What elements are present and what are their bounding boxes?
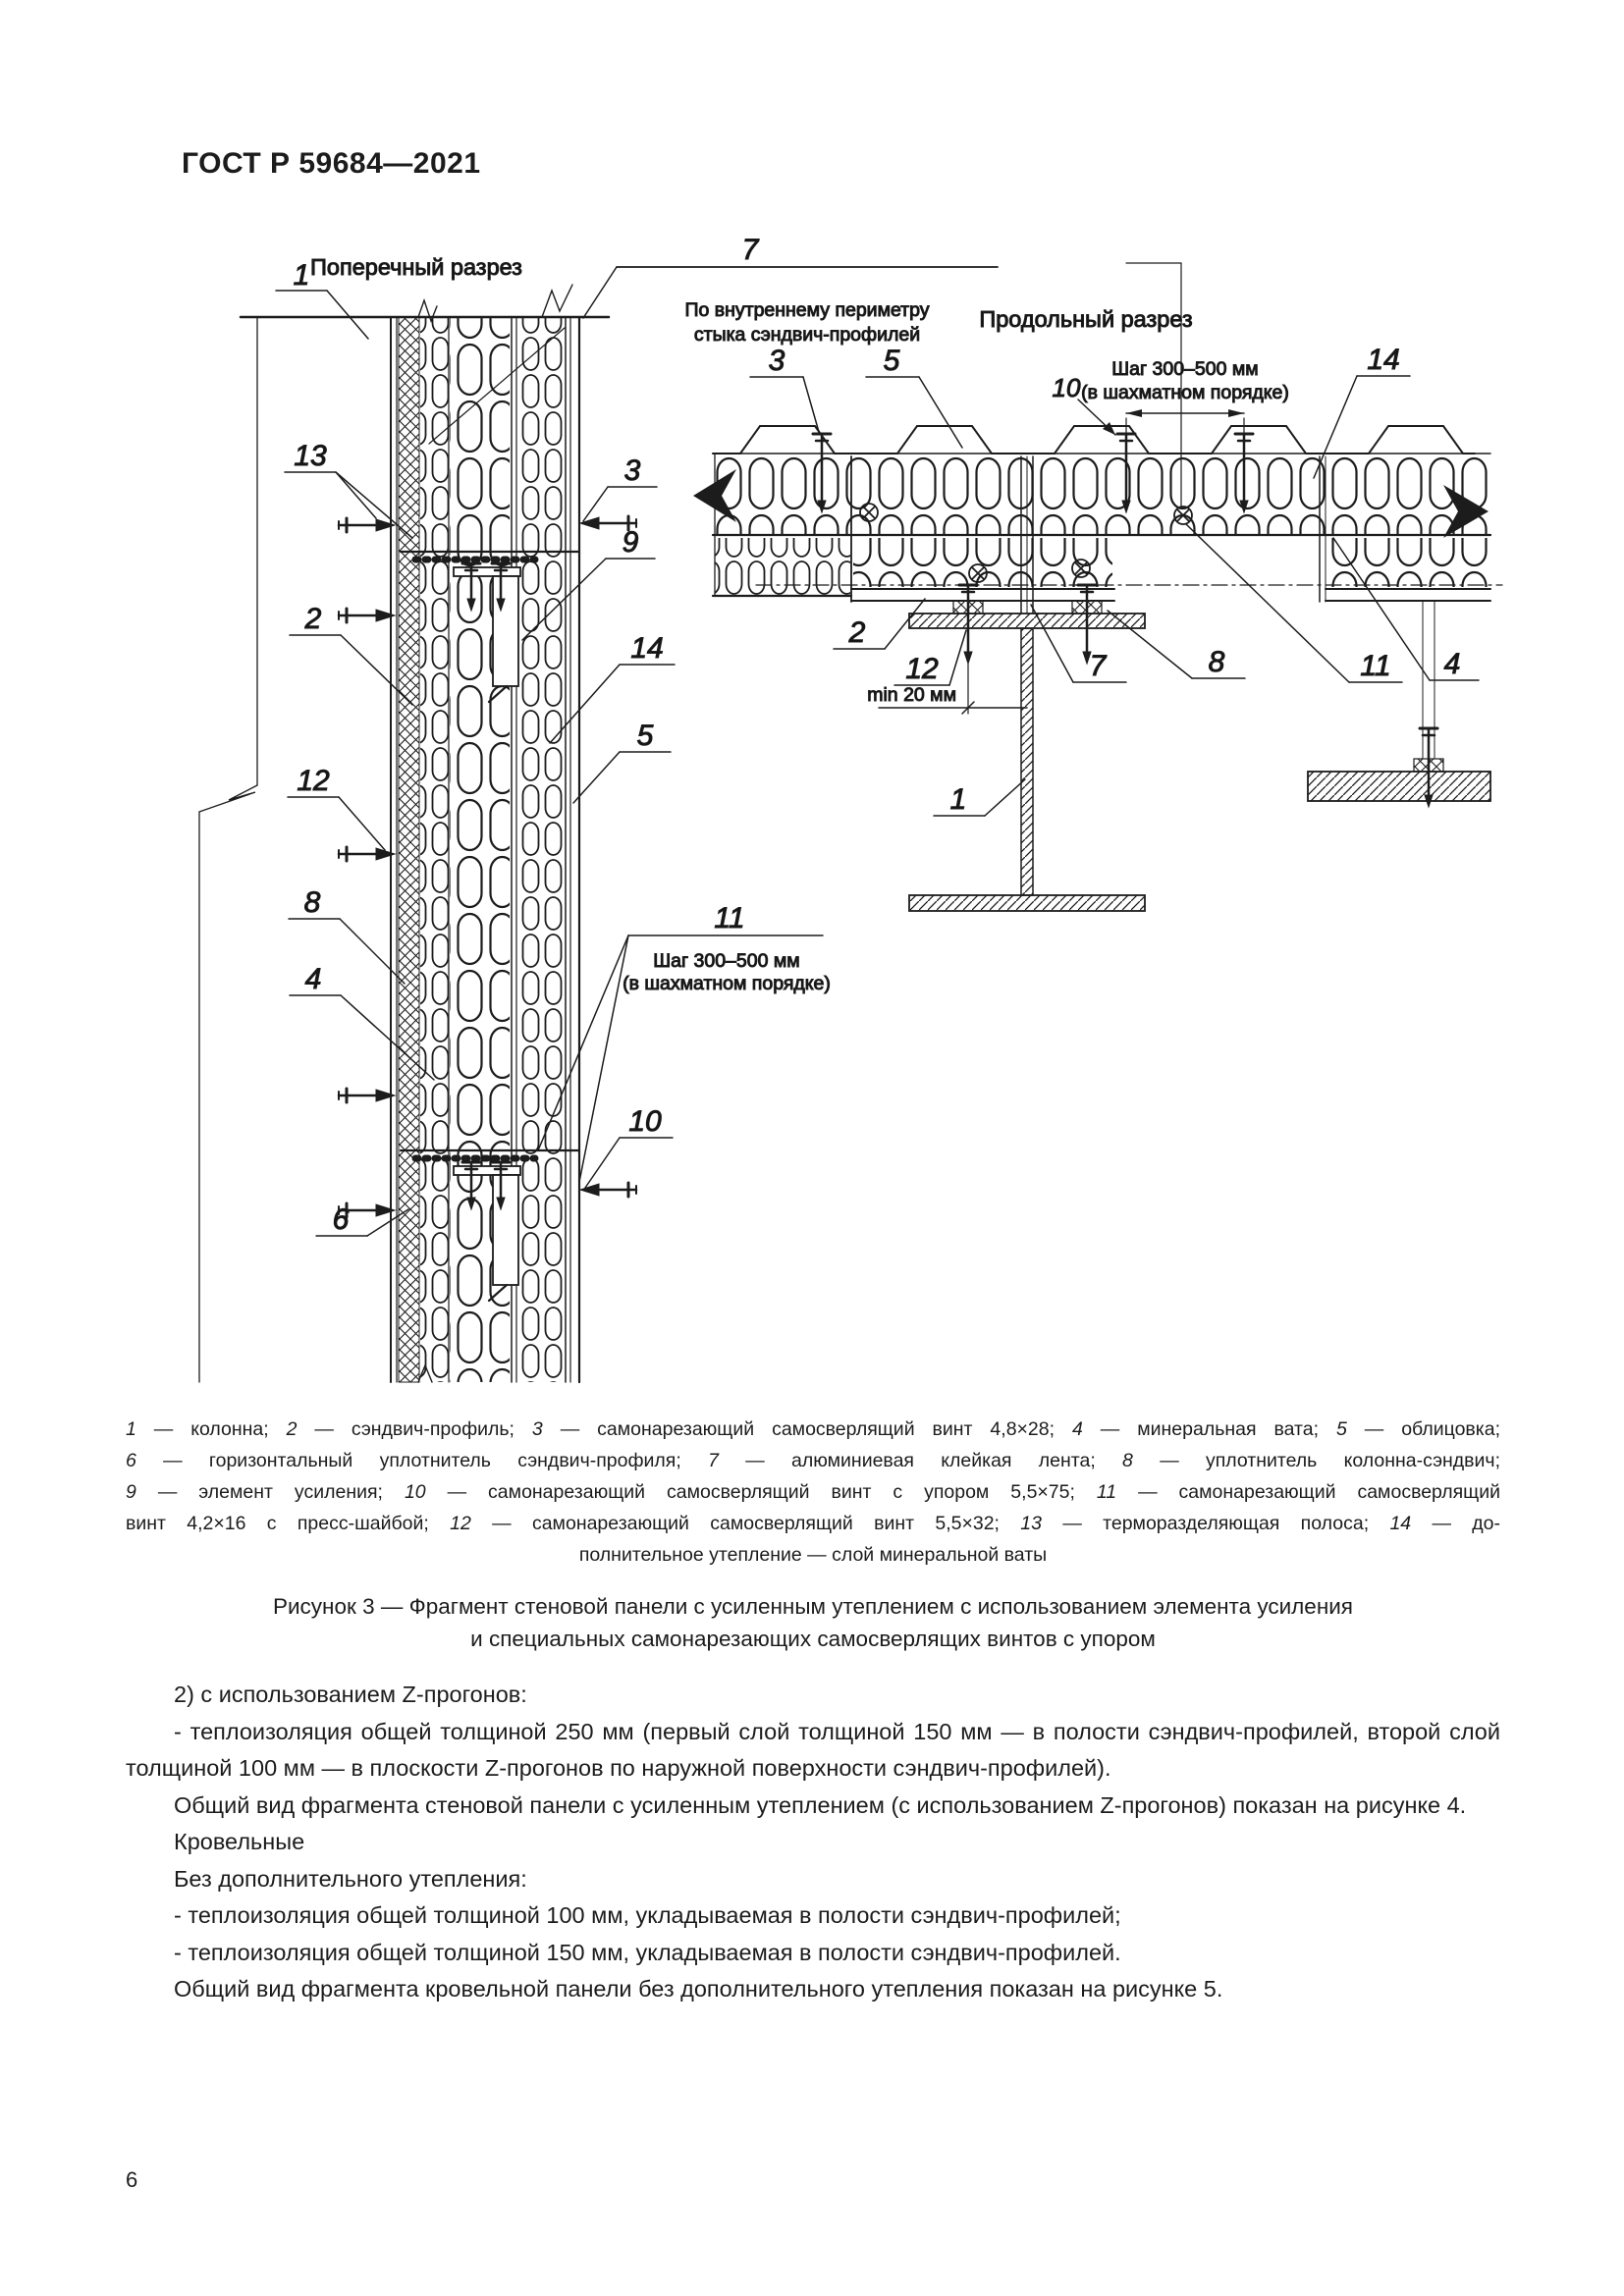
callout-10: 10 (1053, 373, 1081, 402)
callout-4: 4 (305, 963, 322, 995)
callout-12: 12 (905, 653, 939, 685)
paragraph: Общий вид фрагмента кровельной панели бе… (174, 1976, 1223, 2002)
callout-2: 2 (848, 616, 866, 649)
figure-caption: Рисунок 3 — Фрагмент стеновой панели с у… (126, 1590, 1500, 1655)
additional-insulation-layer (518, 317, 563, 1382)
perimeter-note-line2: стыка сэндвич-профилей (694, 324, 920, 346)
perimeter-note-line1: По внутреннему периметру (684, 299, 929, 321)
figure-caption-line2: и специальных самонарезающих самосверлящ… (470, 1627, 1156, 1651)
column-seal (1071, 600, 1103, 614)
paragraph: Без дополнительного утепления: (174, 1865, 527, 1892)
panel-joint-upper (399, 550, 581, 704)
column-seal (1413, 758, 1444, 773)
page-number: 6 (126, 2167, 138, 2192)
reinforcement-element (492, 1174, 519, 1286)
callout-leaders-left (275, 290, 435, 1237)
callout-11: 11 (714, 902, 744, 934)
break-mark-left (693, 469, 736, 522)
pitch-note-line2: (в шахматном порядке) (623, 973, 831, 994)
callout-7: 7 (1090, 650, 1108, 682)
callout-13: 13 (294, 440, 327, 472)
callout-4: 4 (1444, 648, 1461, 680)
longitudinal-section: Продольный разрез 3 5 10 Шаг 300–500 мм … (693, 262, 1503, 912)
insulation-layer-inner (420, 317, 449, 1382)
figure-caption-line1: Рисунок 3 — Фрагмент стеновой панели с у… (272, 1594, 1353, 1619)
callout-7: 7 (742, 234, 760, 266)
legend-line: 9 — элемент усиления; 10 — самонарезающи… (126, 1481, 1500, 1503)
callout-1: 1 (950, 783, 967, 816)
paragraph: - теплоизоляция общей толщиной 100 мм, у… (174, 1902, 1121, 1928)
callout-14: 14 (1367, 344, 1399, 376)
callout-10: 10 (628, 1105, 662, 1138)
doc-number: ГОСТ Р 59684—2021 (182, 147, 481, 180)
min-dim-label: min 20 мм (867, 684, 956, 706)
legend-line: 6 — горизонтальный уплотнитель сэндвич-п… (126, 1450, 1501, 1471)
callout-1: 1 (294, 259, 310, 292)
reinforcement-element (492, 575, 519, 687)
left-view-title: Поперечный разрез (310, 254, 522, 280)
callout-12: 12 (297, 765, 330, 797)
body-text: 2) с использованием Z-прогонов: - теплои… (126, 1677, 1500, 2008)
i-beam (908, 613, 1146, 912)
pitch-dimension (1125, 409, 1245, 443)
roof-insulation-band (715, 456, 1490, 535)
callout-14: 14 (630, 632, 663, 665)
paragraph: Общий вид фрагмента стеновой панели с ус… (174, 1791, 1467, 1818)
transverse-section: Поперечный разрез 1 13 2 12 8 4 6 3 9 14… (198, 234, 999, 1384)
callout-8: 8 (304, 886, 321, 919)
pitch-note-line2: (в шахматном порядке) (1081, 382, 1289, 403)
figure-legend: 1 — колонна; 2 — сэндвич-профиль; 3 — са… (126, 1414, 1500, 1571)
right-view-title: Продольный разрез (979, 306, 1192, 332)
figure-3-drawing: Поперечный разрез 1 13 2 12 8 4 6 3 9 14… (198, 234, 1503, 1384)
callout-9: 9 (623, 526, 639, 559)
callout-6: 6 (333, 1203, 350, 1236)
callout-8: 8 (1209, 646, 1225, 678)
callout-5: 5 (884, 345, 900, 377)
callout-2: 2 (304, 603, 322, 635)
thermal-break-strip (398, 316, 420, 1383)
pitch-note-line1: Шаг 300–500 мм (1111, 358, 1258, 380)
min-dimension (878, 663, 1028, 715)
callout-leaders (749, 375, 1480, 817)
paragraph: 2) с использованием Z-прогонов: (174, 1682, 527, 1707)
pitch-note-line1: Шаг 300–500 мм (653, 950, 799, 972)
paragraph: Кровельные (174, 1829, 305, 1854)
column-seal (952, 600, 984, 614)
legend-line: винт 4,2×16 с пресс-шайбой; 12 — самонар… (126, 1513, 1500, 1534)
paragraph: - теплоизоляция общей толщиной 250 мм (п… (126, 1718, 1500, 1782)
callout-5: 5 (637, 720, 654, 752)
callout-leaders-right (521, 266, 999, 1189)
legend-line: 1 — колонна; 2 — сэндвич-профиль; 3 — са… (126, 1418, 1500, 1440)
callout-11: 11 (1360, 650, 1390, 682)
callout-3: 3 (769, 345, 785, 377)
paragraph: - теплоизоляция общей толщиной 150 мм, у… (174, 1939, 1121, 1965)
legend-line: полнительное утепление — слой минерально… (578, 1544, 1048, 1566)
callout-3: 3 (624, 454, 641, 487)
panel-joint-lower (399, 1148, 581, 1303)
break-mark-right (1443, 485, 1489, 538)
right-support-flange (1307, 771, 1491, 802)
